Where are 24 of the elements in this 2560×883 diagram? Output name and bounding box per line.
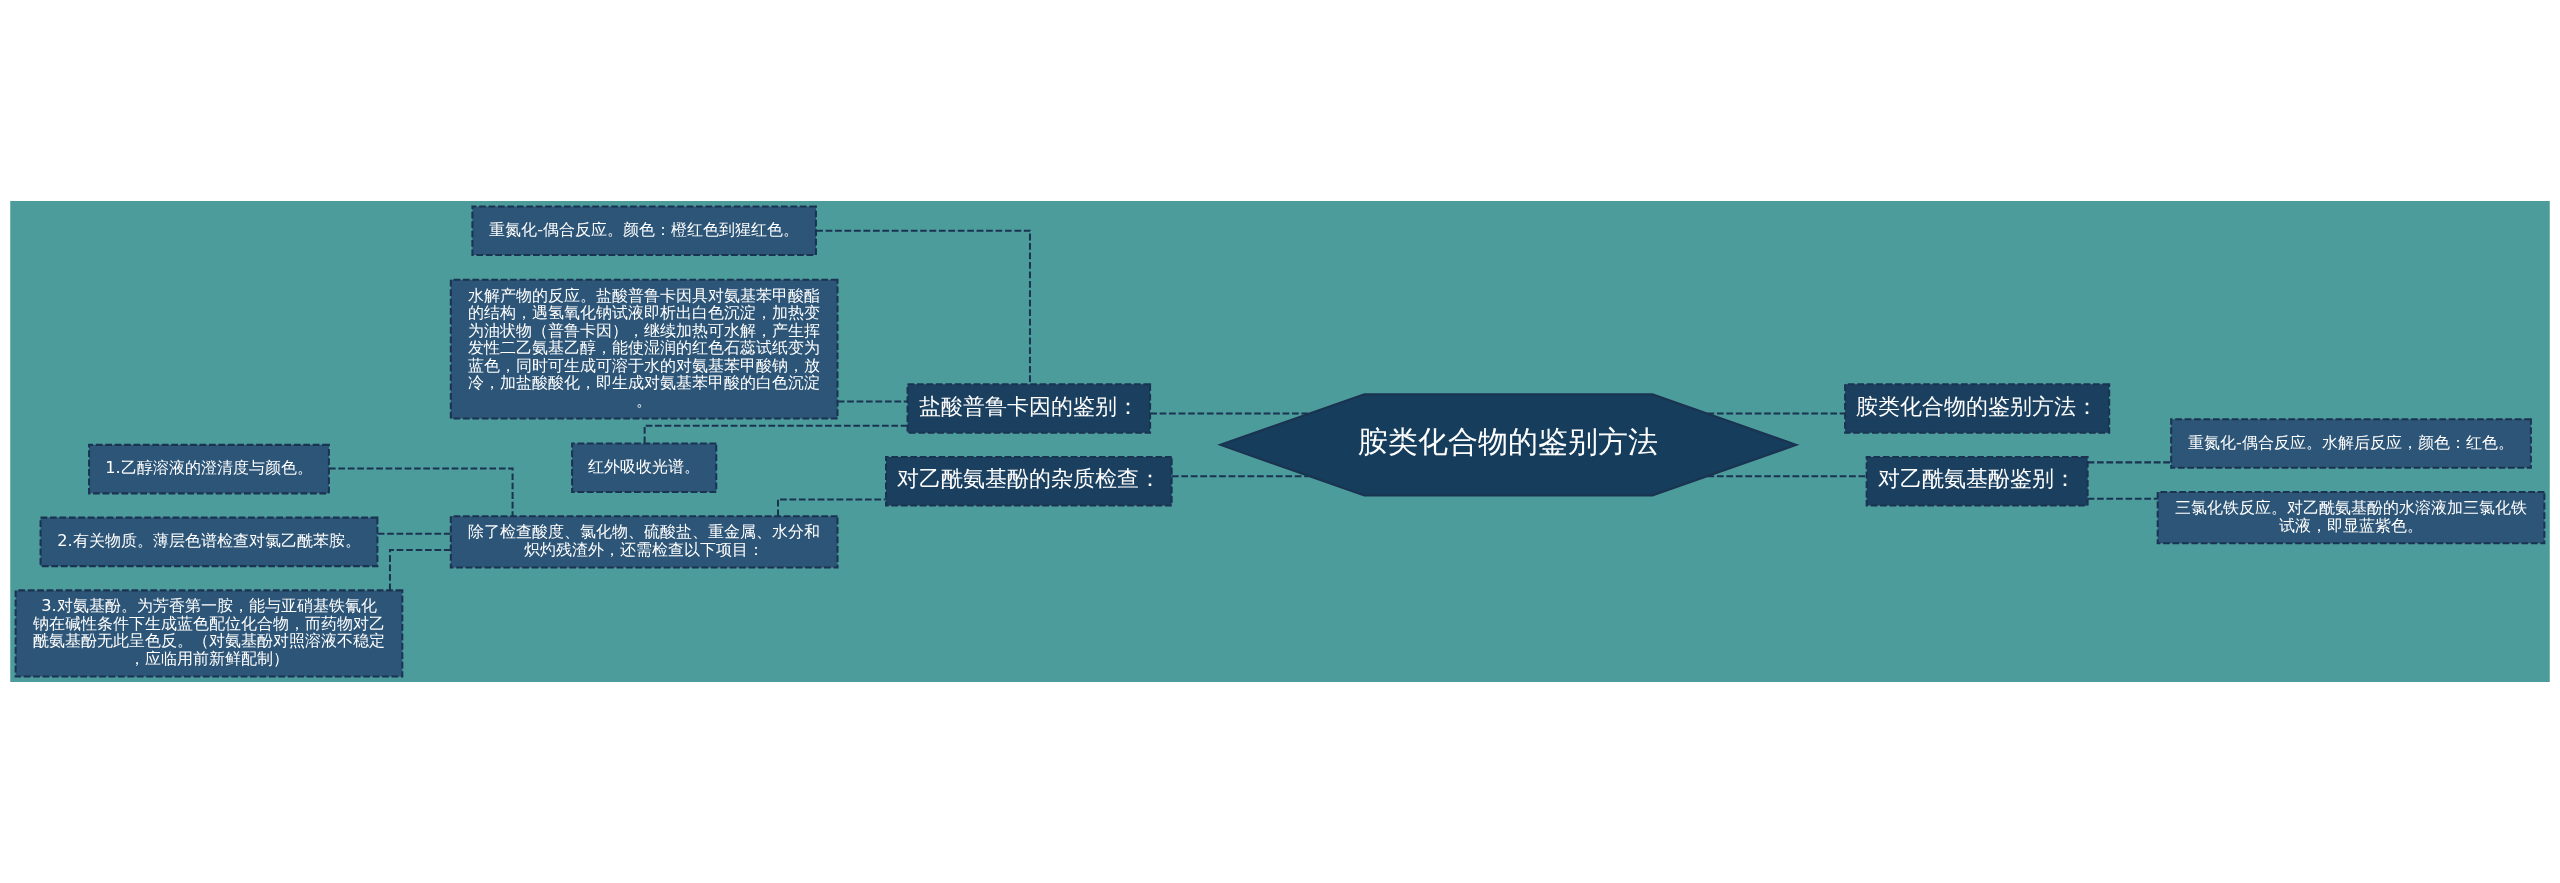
node-box: 对乙酰氨基酚的杂质检查： xyxy=(885,456,1173,507)
connector xyxy=(388,548,451,591)
node-box: 盐酸普鲁卡因的鉴别： xyxy=(906,383,1152,434)
connector xyxy=(2087,461,2171,464)
connector xyxy=(2087,497,2158,500)
node-box: 重氮化-偶合反应。颜色：橙红色到猩红色。 xyxy=(471,205,817,256)
connector xyxy=(837,400,908,403)
node-box: 3.对氨基酚。为芳香第一胺，能与亚硝基铁氰化钠在碱性条件下生成蓝色配位化合物，而药物对乙酰氨基酚无此呈色反。（对氨基酚对照溶液不稳定，应临用前新鲜配制） xyxy=(14,589,404,678)
node-box: 对乙酰氨基酚鉴别： xyxy=(1865,456,2089,507)
node-box: 胺类化合物的鉴别方法： xyxy=(1844,383,2111,434)
node-box: 重氮化-偶合反应。水解后反应，颜色：红色。 xyxy=(2170,418,2532,469)
node-box: 2.有关物质。薄层色谱检查对氯乙酰苯胺。 xyxy=(39,516,379,568)
connector xyxy=(1707,412,1845,415)
node-box: 红外吸收光谱。 xyxy=(571,442,718,494)
node-box: 除了检查酸度、氯化物、硫酸盐、重金属、水分和炽灼残渣外，还需检查以下项目： xyxy=(449,515,839,569)
connector xyxy=(377,532,451,535)
connector xyxy=(816,229,1031,385)
node-box: 三氯化铁反应。对乙酰氨基酚的水溶液加三氯化铁试液，即显蓝紫色。 xyxy=(2156,491,2546,545)
connector xyxy=(1707,475,1867,478)
connector xyxy=(1172,475,1310,478)
connector xyxy=(328,467,514,517)
connector xyxy=(1150,412,1310,415)
node-box: 1.乙醇溶液的澄清度与颜色。 xyxy=(88,443,330,495)
node-box: 水解产物的反应。盐酸普鲁卡因具对氨基苯甲酸酯的结构，遇氢氧化钠试液即析出白色沉淀，加热变为油状物（普鲁卡因），继续加热可水解，产生挥发性二乙氨基乙醇，能使湿润的红色石蕊试纸变为蓝色，同时可生成可溶于水的对氨基苯甲酸钠，放冷，加盐酸酸化，即生成对氨基苯甲酸的白色沉淀。 xyxy=(449,278,839,420)
